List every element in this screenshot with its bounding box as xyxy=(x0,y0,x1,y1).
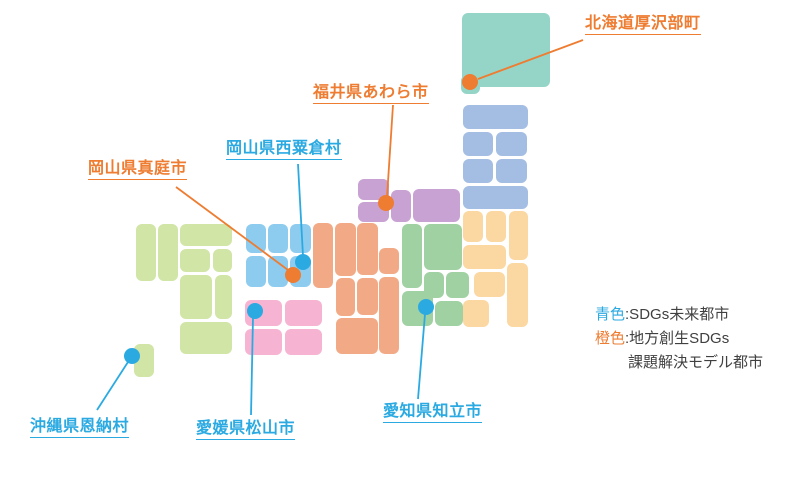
city-label-ehime-matsuyama[interactable]: 愛媛県松山市 xyxy=(196,420,296,440)
leader-line-hokkaido-assabu xyxy=(477,39,584,80)
region-tile-kyushu xyxy=(180,322,232,354)
city-marker-okinawa-onna xyxy=(124,348,140,364)
region-tile-shikoku xyxy=(285,300,322,326)
legend-row-model-city: 課題解決モデル都市 xyxy=(595,351,763,375)
city-marker-aichi-chiryu xyxy=(418,299,434,315)
region-tile-hokuriku-koshin xyxy=(391,190,411,222)
region-tile-kanto xyxy=(509,211,528,260)
region-tile-kansai xyxy=(357,278,378,315)
city-label-fukui-awara[interactable]: 福井県あわら市 xyxy=(313,84,429,104)
region-tile-tohoku xyxy=(463,105,528,129)
region-tile-chugoku xyxy=(268,256,288,287)
region-tile-kyushu xyxy=(180,249,210,272)
city-marker-okayama-maniwa xyxy=(285,267,301,283)
leader-line-okayama-maniwa xyxy=(175,186,289,271)
leader-line-aichi-chiryu xyxy=(417,313,426,400)
legend-text-model-city: 課題解決モデル都市 xyxy=(628,354,764,371)
city-marker-hokkaido-assabu xyxy=(462,74,478,90)
region-tile-kansai xyxy=(335,223,356,276)
region-tile-kansai xyxy=(357,223,378,275)
region-tile-kansai xyxy=(336,318,378,354)
region-tile-kanto xyxy=(474,272,505,297)
legend-key-blue: 青色 xyxy=(595,306,626,323)
region-tile-tohoku xyxy=(463,159,493,183)
region-tile-chugoku xyxy=(246,256,266,287)
city-label-okayama-nishiawakura[interactable]: 岡山県西粟倉村 xyxy=(226,140,342,160)
region-tile-tohoku xyxy=(463,132,493,156)
leader-line-ehime-matsuyama xyxy=(250,316,254,416)
region-tile-tohoku xyxy=(463,186,528,209)
legend-key-orange: 橙色 xyxy=(595,330,626,347)
legend-text-regional-sdgs: :地方創生SDGs xyxy=(625,330,730,347)
legend-row-regional-sdgs: 橙色:地方創生SDGs xyxy=(595,327,763,351)
region-tile-hokuriku-koshin xyxy=(413,189,460,222)
region-tile-kansai xyxy=(379,248,399,274)
region-tile-shikoku xyxy=(285,329,322,355)
region-tile-kyushu xyxy=(180,224,232,246)
region-tile-chubu-tokai xyxy=(424,224,462,270)
region-tile-tohoku xyxy=(496,132,527,156)
region-tile-chubu-tokai xyxy=(402,224,422,288)
legend-row-sdgs-future-city: 青色:SDGs未来都市 xyxy=(595,303,763,327)
region-tile-kansai xyxy=(313,223,333,288)
city-label-okayama-maniwa[interactable]: 岡山県真庭市 xyxy=(88,160,188,180)
region-tile-tohoku xyxy=(496,159,527,183)
region-tile-hokkaido xyxy=(462,13,550,87)
region-tile-chubu-tokai xyxy=(446,272,469,298)
leader-line-fukui-awara xyxy=(386,104,394,198)
city-marker-ehime-matsuyama xyxy=(247,303,263,319)
region-tile-kyushu xyxy=(215,275,232,319)
region-tile-hokuriku-koshin xyxy=(358,179,389,200)
region-tile-kyushu xyxy=(158,224,178,281)
region-tile-kyushu xyxy=(180,275,212,319)
region-tile-chubu-tokai xyxy=(435,301,463,326)
region-tile-kanto xyxy=(463,211,483,242)
region-tile-shikoku xyxy=(245,329,282,355)
city-marker-fukui-awara xyxy=(378,195,394,211)
region-tile-kansai xyxy=(336,278,355,316)
region-tile-kanto xyxy=(486,211,506,242)
region-tile-kanto xyxy=(507,263,528,327)
legend: 青色:SDGs未来都市 橙色:地方創生SDGs 課題解決モデル都市 xyxy=(595,303,763,375)
region-tile-kyushu xyxy=(136,224,156,281)
leader-line-okinawa-onna xyxy=(96,361,129,411)
region-tile-kansai xyxy=(379,277,399,354)
city-label-okinawa-onna[interactable]: 沖縄県恩納村 xyxy=(30,418,130,438)
region-tile-chugoku xyxy=(246,224,266,253)
region-tile-chugoku xyxy=(268,224,288,253)
city-marker-okayama-nishiawakura xyxy=(295,254,311,270)
region-tile-kanto xyxy=(463,245,506,269)
city-label-hokkaido-assabu[interactable]: 北海道厚沢部町 xyxy=(585,15,701,35)
city-label-aichi-chiryu[interactable]: 愛知県知立市 xyxy=(383,403,483,423)
region-tile-kanto xyxy=(463,300,489,327)
legend-text-sdgs-future-city: :SDGs未来都市 xyxy=(625,306,730,323)
region-tile-chugoku xyxy=(290,224,311,253)
leader-line-okayama-nishiawakura xyxy=(297,163,304,257)
region-tile-kyushu xyxy=(213,249,232,272)
